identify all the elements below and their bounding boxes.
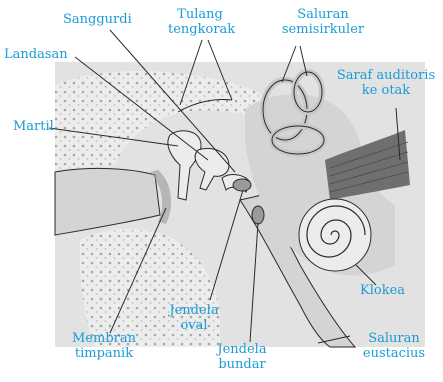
label-jendela-oval-line1: Jendela xyxy=(164,303,224,318)
label-saluran-eustacius: Saluran eustacius xyxy=(350,331,438,361)
label-sanggurdi: Sanggurdi xyxy=(63,12,132,27)
label-saluran-semisirkuler-line2: semisirkuler xyxy=(268,22,378,37)
cochlea xyxy=(299,199,371,271)
label-jendela-bundar: Jendela bundar xyxy=(212,342,272,372)
label-membran-timpanik-line2: timpanik xyxy=(68,346,140,361)
label-membran-timpanik-line1: Membran xyxy=(68,331,140,346)
label-klokea: Klokea xyxy=(360,283,405,298)
label-jendela-bundar-line1: Jendela xyxy=(212,342,272,357)
label-landasan-text: Landasan xyxy=(4,47,68,62)
label-tulang-tengkorak: Tulang tengkorak xyxy=(168,7,232,37)
label-saraf-auditoris-line2: ke otak xyxy=(330,83,442,98)
label-saluran-semisirkuler-line1: Saluran xyxy=(268,7,378,22)
round-window-shape xyxy=(252,206,264,224)
label-jendela-oval: Jendela oval xyxy=(164,303,224,333)
label-tulang-tengkorak-line2: tengkorak xyxy=(168,22,232,37)
label-jendela-bundar-line2: bundar xyxy=(212,357,272,372)
label-martil-text: Martil xyxy=(13,119,54,134)
label-membran-timpanik: Membran timpanik xyxy=(68,331,140,361)
label-tulang-tengkorak-line1: Tulang xyxy=(168,7,232,22)
label-klokea-text: Klokea xyxy=(360,283,405,298)
oval-window-shape xyxy=(233,179,251,191)
label-landasan: Landasan xyxy=(4,47,68,62)
label-saluran-eustacius-line1: Saluran xyxy=(350,331,438,346)
label-saraf-auditoris: Saraf auditoris ke otak xyxy=(330,68,442,98)
label-sanggurdi-text: Sanggurdi xyxy=(63,12,132,27)
label-saluran-eustacius-line2: eustacius xyxy=(350,346,438,361)
label-martil: Martil xyxy=(13,119,54,134)
label-saluran-semisirkuler: Saluran semisirkuler xyxy=(268,7,378,37)
label-saraf-auditoris-line1: Saraf auditoris xyxy=(330,68,442,83)
label-jendela-oval-line2: oval xyxy=(164,318,224,333)
